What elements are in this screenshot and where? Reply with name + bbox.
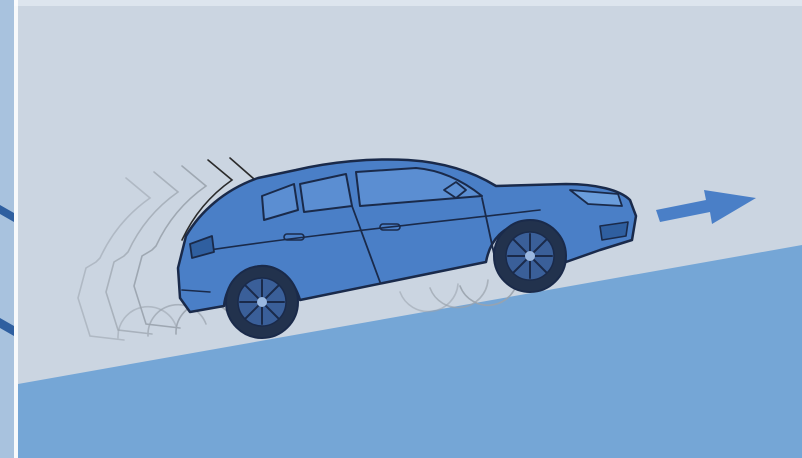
wheel-rear <box>226 266 298 338</box>
top-strip <box>0 0 802 6</box>
wheel-front <box>494 220 566 292</box>
left-frame-divider <box>14 0 18 458</box>
left-frame <box>0 0 14 458</box>
